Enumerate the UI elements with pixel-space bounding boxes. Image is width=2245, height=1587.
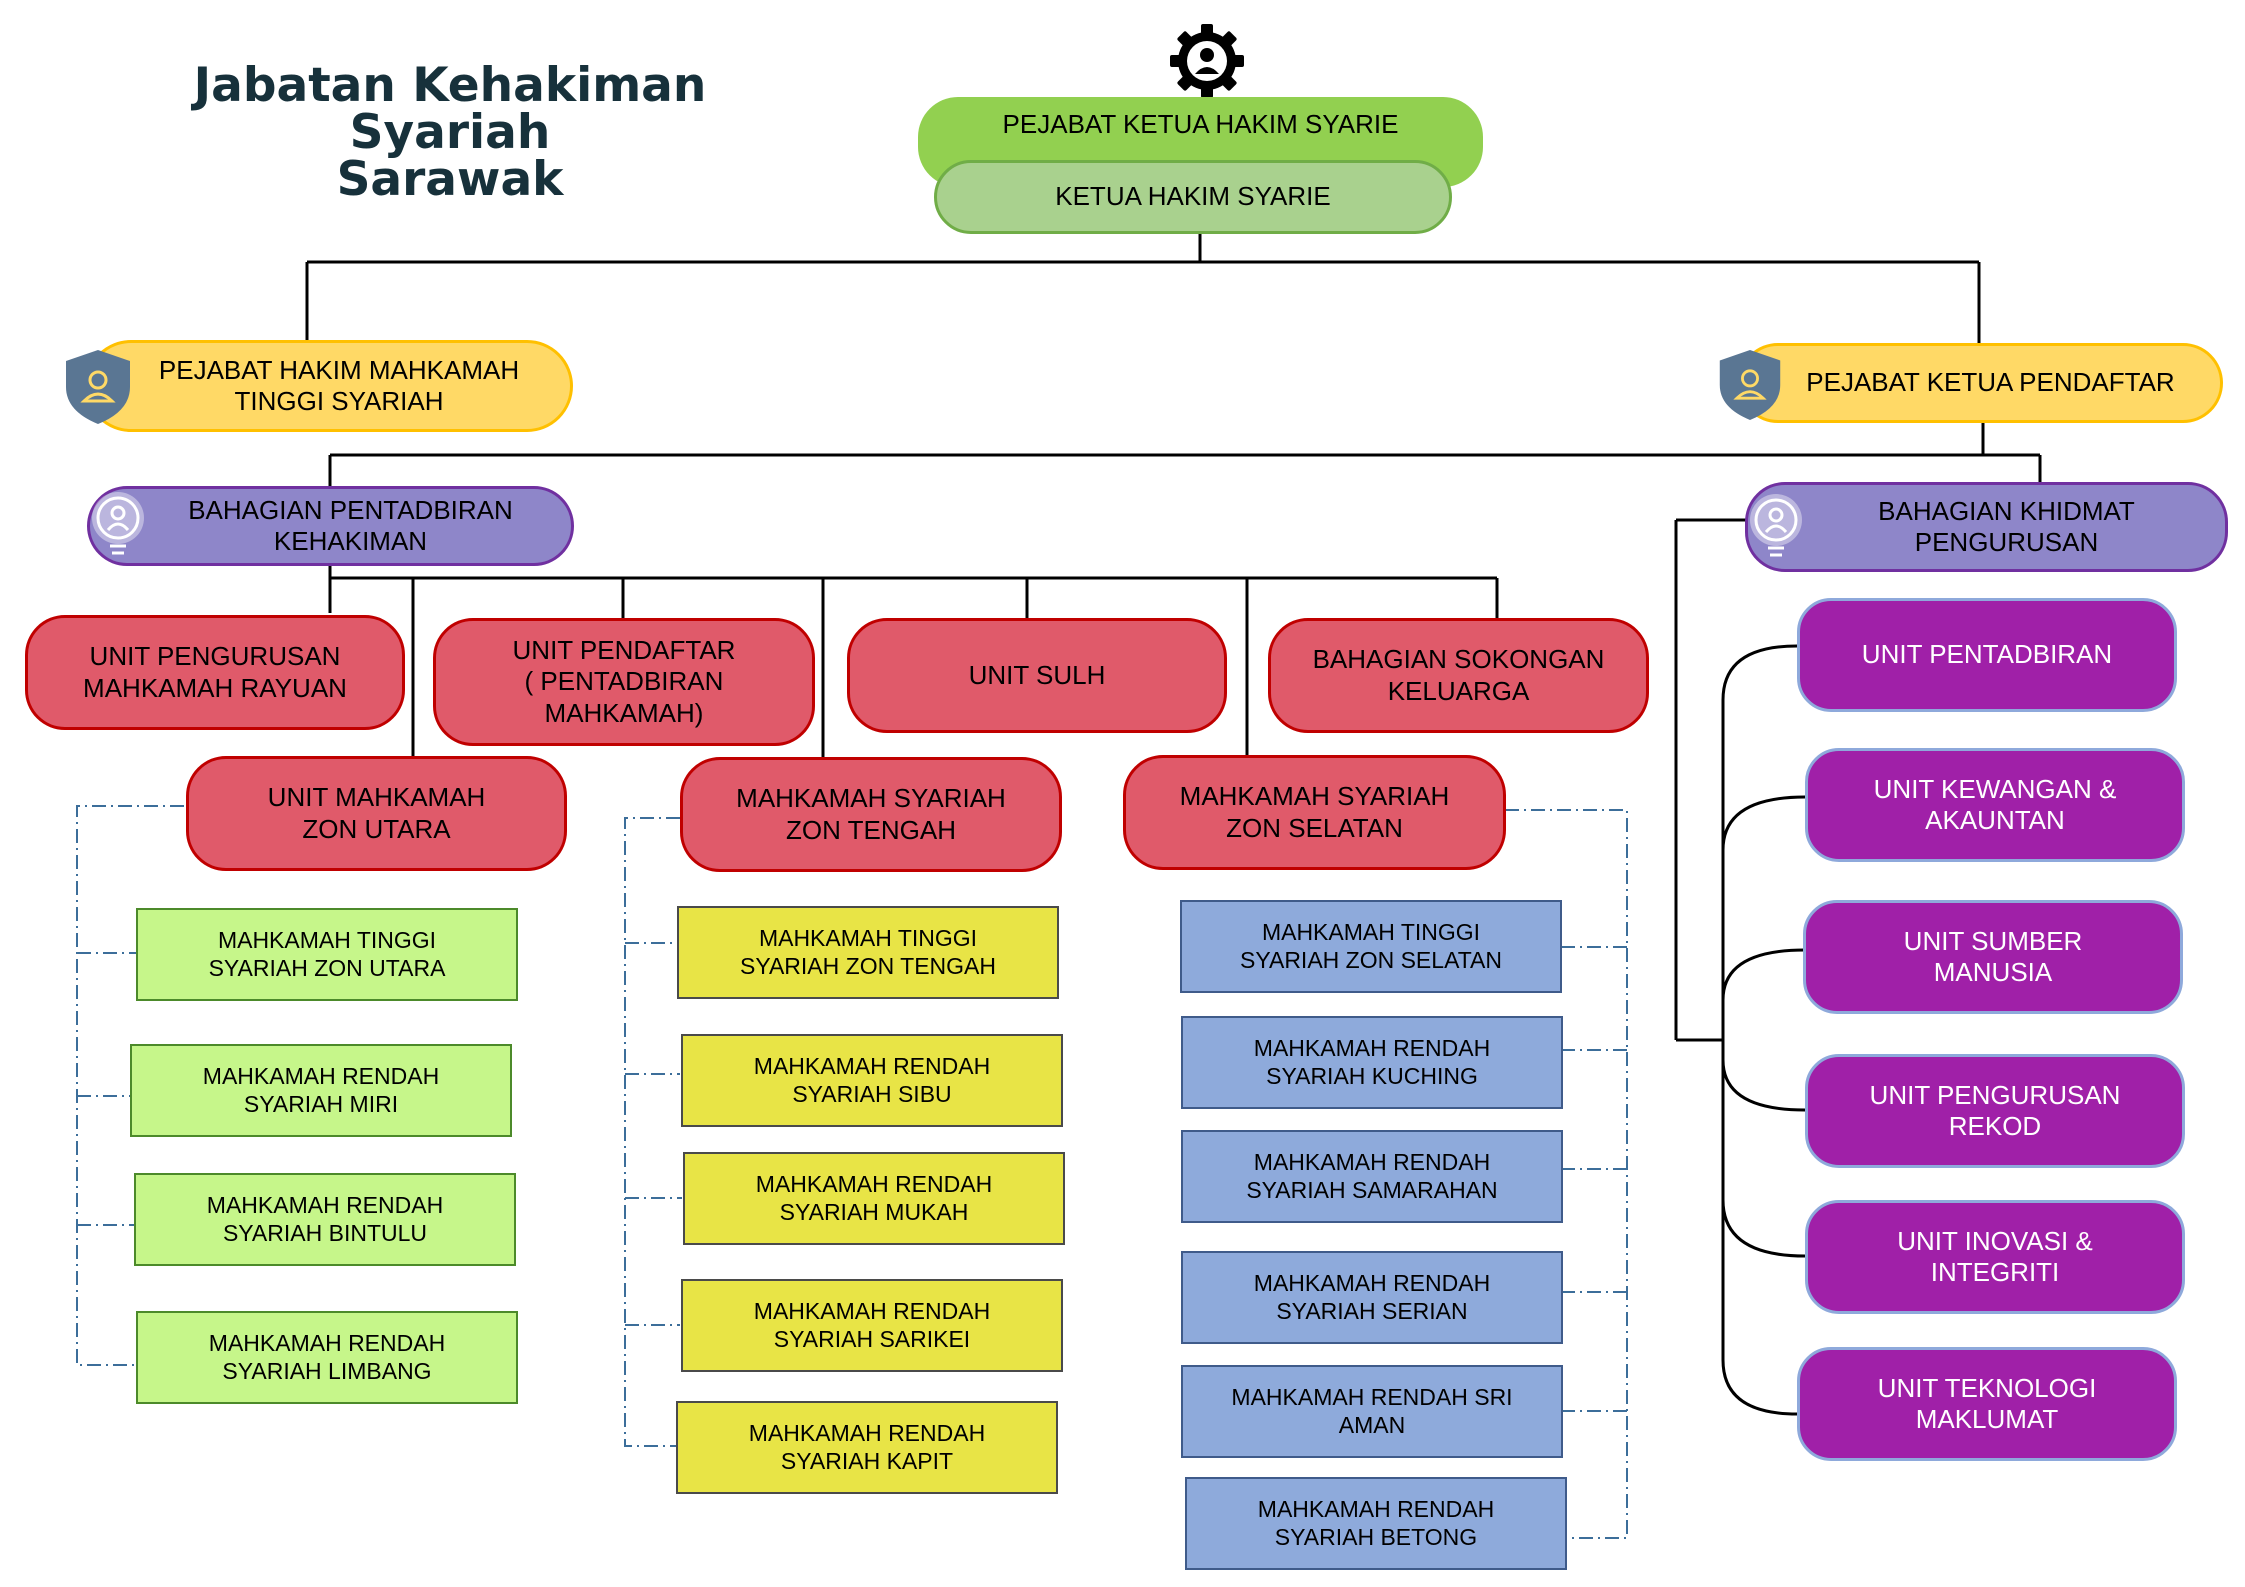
- page-title: Jabatan Kehakiman Syariah Sarawak: [110, 62, 790, 203]
- court-box: MAHKAMAH RENDAH SYARIAH LIMBANG: [136, 1311, 518, 1404]
- unit-label: UNIT PENGURUSAN MAHKAMAH RAYUAN: [83, 641, 347, 703]
- court-label: MAHKAMAH RENDAH SYARIAH SAMARAHAN: [1246, 1148, 1498, 1203]
- zone-selatan: MAHKAMAH SYARIAH ZON SELATAN: [1123, 755, 1506, 870]
- court-label: MAHKAMAH RENDAH SYARIAH SARIKEI: [753, 1297, 991, 1352]
- court-label: MAHKAMAH TINGGI SYARIAH ZON UTARA: [208, 926, 446, 981]
- mgmt-unit-label: UNIT SUMBER MANUSIA: [1903, 925, 2083, 987]
- court-box: MAHKAMAH TINGGI SYARIAH ZON TENGAH: [677, 906, 1059, 999]
- zone-label: UNIT MAHKAMAH ZON UTARA: [267, 782, 486, 844]
- mgmt-unit: UNIT INOVASI & INTEGRITI: [1805, 1200, 2185, 1314]
- zone-label: MAHKAMAH SYARIAH ZON SELATAN: [1179, 781, 1450, 843]
- office-chief-judge-label: PEJABAT KETUA HAKIM SYARIE: [1002, 109, 1399, 139]
- division-family-support: BAHAGIAN SOKONGAN KELUARGA: [1268, 618, 1649, 733]
- mgmt-unit: UNIT PENTADBIRAN: [1797, 598, 2177, 712]
- division-management-services-label: BAHAGIAN KHIDMAT PENGURUSAN: [1878, 495, 2135, 557]
- shield-person-icon: [66, 350, 130, 424]
- unit-label: BAHAGIAN SOKONGAN KELUARGA: [1312, 644, 1605, 706]
- court-label: MAHKAMAH TINGGI SYARIAH ZON SELATAN: [1240, 918, 1502, 973]
- mgmt-unit-label: UNIT KEWANGAN & AKAUNTAN: [1873, 773, 2117, 835]
- court-box: MAHKAMAH RENDAH SYARIAH KAPIT: [676, 1401, 1058, 1494]
- chief-judge-label: KETUA HAKIM SYARIE: [1055, 181, 1331, 212]
- zone-tengah: MAHKAMAH SYARIAH ZON TENGAH: [680, 757, 1062, 872]
- court-box: MAHKAMAH TINGGI SYARIAH ZON SELATAN: [1180, 900, 1562, 993]
- title-line-1: Jabatan Kehakiman Syariah: [193, 58, 707, 160]
- division-management-services: BAHAGIAN KHIDMAT PENGURUSAN: [1745, 482, 2228, 572]
- mgmt-unit: UNIT PENGURUSAN REKOD: [1805, 1054, 2185, 1168]
- lightbulb-person-icon: [1750, 494, 1802, 557]
- mgmt-unit-label: UNIT PENTADBIRAN: [1861, 639, 2113, 670]
- court-label: MAHKAMAH RENDAH SYARIAH MIRI: [202, 1062, 440, 1117]
- mgmt-unit-label: UNIT TEKNOLOGI MAKLUMAT: [1877, 1372, 2097, 1434]
- zone-utara: UNIT MAHKAMAH ZON UTARA: [186, 756, 567, 871]
- division-judicial-admin: BAHAGIAN PENTADBIRAN KEHAKIMAN: [87, 486, 574, 566]
- gear-person-icon: [1170, 24, 1244, 98]
- lightbulb-person-icon: [92, 492, 144, 555]
- unit-label: UNIT PENDAFTAR ( PENTADBIRAN MAHKAMAH): [512, 635, 736, 728]
- mgmt-unit: UNIT KEWANGAN & AKAUNTAN: [1805, 748, 2185, 862]
- court-label: MAHKAMAH RENDAH SYARIAH SIBU: [753, 1052, 991, 1107]
- court-label: MAHKAMAH RENDAH SYARIAH MUKAH: [755, 1170, 993, 1225]
- court-label: MAHKAMAH RENDAH SYARIAH BINTULU: [206, 1191, 444, 1246]
- court-label: MAHKAMAH RENDAH SYARIAH SERIAN: [1253, 1269, 1491, 1324]
- court-label: MAHKAMAH RENDAH SYARIAH KAPIT: [748, 1419, 986, 1474]
- court-box: MAHKAMAH RENDAH SYARIAH KUCHING: [1181, 1016, 1563, 1109]
- division-judicial-admin-label: BAHAGIAN PENTADBIRAN KEHAKIMAN: [188, 494, 513, 556]
- court-box: MAHKAMAH RENDAH SYARIAH SAMARAHAN: [1181, 1130, 1563, 1223]
- court-box: MAHKAMAH RENDAH SYARIAH MIRI: [130, 1044, 512, 1137]
- zone-label: MAHKAMAH SYARIAH ZON TENGAH: [736, 783, 1006, 845]
- unit-appeal-court-management: UNIT PENGURUSAN MAHKAMAH RAYUAN: [25, 615, 405, 730]
- court-box: MAHKAMAH TINGGI SYARIAH ZON UTARA: [136, 908, 518, 1001]
- court-box: MAHKAMAH RENDAH SYARIAH SIBU: [681, 1034, 1063, 1127]
- court-box: MAHKAMAH RENDAH SYARIAH BINTULU: [134, 1173, 516, 1266]
- court-box: MAHKAMAH RENDAH SRI AMAN: [1181, 1365, 1563, 1458]
- shield-person-icon: [1719, 350, 1781, 420]
- mgmt-unit: UNIT SUMBER MANUSIA: [1803, 900, 2183, 1014]
- court-label: MAHKAMAH RENDAH SRI AMAN: [1231, 1383, 1513, 1438]
- unit-label: UNIT SULH: [968, 659, 1106, 690]
- office-high-court-judge-label: PEJABAT HAKIM MAHKAMAH TINGGI SYARIAH: [158, 354, 520, 416]
- court-box: MAHKAMAH RENDAH SYARIAH SERIAN: [1181, 1251, 1563, 1344]
- title-line-2: Sarawak: [336, 152, 564, 207]
- office-high-court-judge: PEJABAT HAKIM MAHKAMAH TINGGI SYARIAH: [85, 340, 573, 432]
- court-label: MAHKAMAH RENDAH SYARIAH BETONG: [1257, 1495, 1495, 1550]
- mgmt-unit-label: UNIT PENGURUSAN REKOD: [1869, 1079, 2121, 1141]
- mgmt-unit: UNIT TEKNOLOGI MAKLUMAT: [1797, 1347, 2177, 1461]
- office-chief-registrar: PEJABAT KETUA PENDAFTAR: [1738, 343, 2223, 423]
- chief-judge: KETUA HAKIM SYARIE: [934, 160, 1452, 234]
- court-box: MAHKAMAH RENDAH SYARIAH SARIKEI: [681, 1279, 1063, 1372]
- unit-registrar: UNIT PENDAFTAR ( PENTADBIRAN MAHKAMAH): [433, 618, 815, 746]
- court-label: MAHKAMAH RENDAH SYARIAH LIMBANG: [208, 1329, 446, 1384]
- court-box: MAHKAMAH RENDAH SYARIAH MUKAH: [683, 1152, 1065, 1245]
- unit-sulh: UNIT SULH: [847, 618, 1227, 733]
- court-label: MAHKAMAH RENDAH SYARIAH KUCHING: [1253, 1034, 1491, 1089]
- office-chief-registrar-label: PEJABAT KETUA PENDAFTAR: [1806, 367, 2175, 398]
- court-box: MAHKAMAH RENDAH SYARIAH BETONG: [1185, 1477, 1567, 1570]
- mgmt-unit-label: UNIT INOVASI & INTEGRITI: [1897, 1225, 2093, 1287]
- court-label: MAHKAMAH TINGGI SYARIAH ZON TENGAH: [739, 924, 997, 979]
